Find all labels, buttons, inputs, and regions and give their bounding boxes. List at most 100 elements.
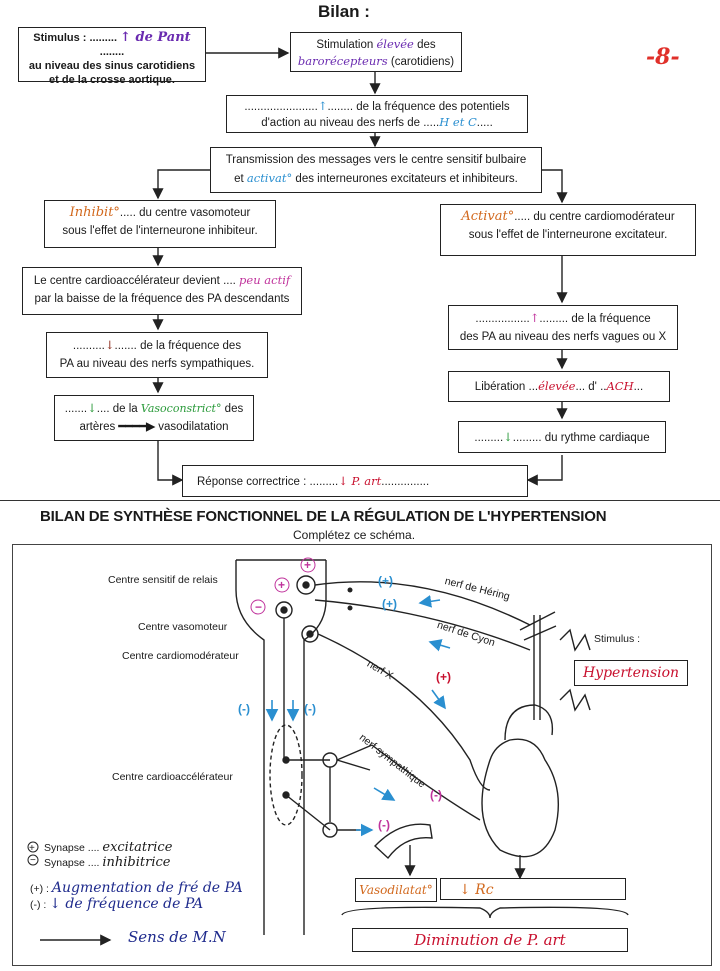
schema-frame <box>12 544 712 966</box>
pa-symp-text1: de la fréquence des <box>140 340 242 352</box>
stimulus-line3: et de la crosse aortique. <box>49 74 175 86</box>
section-divider <box>0 500 720 501</box>
legend-minus-answer: ↓ de fréquence de PA <box>49 896 204 912</box>
frequence-text-1: de la fréquence des potentiels <box>356 101 510 113</box>
stimulus-answer: ↑ de Pant <box>120 30 191 45</box>
reponse-answer: ↓ P. art <box>338 474 382 488</box>
synthesis-subtitle: Complétez ce schéma. <box>293 528 416 542</box>
legend-minus: (-) : ↓ de fréquence de PA <box>30 896 203 912</box>
sign-minus-symp: (-) <box>430 788 442 802</box>
liberation-answer-2: ACH <box>606 379 634 393</box>
sign-plus-x: (+) <box>436 670 451 684</box>
result-diminution: Diminution de P. art <box>352 928 628 952</box>
pa-vagus-box: .................↑......... de la fréque… <box>448 305 678 350</box>
vaso-mid: de la <box>112 403 138 415</box>
vaso-vasodilatation: vasodilatation <box>158 421 229 433</box>
liberation-pre: Libération <box>474 381 526 393</box>
sign-plus-hering: (+) <box>378 574 393 588</box>
cardioacc-answer: peu actif <box>239 273 291 287</box>
svg-text:−: − <box>30 855 36 866</box>
frequence-answer-2: H et C <box>439 115 477 129</box>
activation-text1: du centre cardiomodérateur <box>533 211 675 223</box>
label-cardioacc: Centre cardioaccélérateur <box>112 771 233 783</box>
legend-exc-answer: excitatrice <box>102 840 173 855</box>
rythme-box: .........↓......... du rythme cardiaque <box>458 421 666 453</box>
frequence-box: .......................↑........ de la f… <box>226 95 528 133</box>
activation-box: Activat°..... du centre cardiomodérateur… <box>440 204 696 256</box>
liberation-answer-1: élevée <box>538 379 576 393</box>
stimulus-suffix: ........ <box>99 46 125 58</box>
label-stimulus: Stimulus : <box>594 633 641 645</box>
stimulation-suffix: (carotidiens) <box>390 56 455 68</box>
label-cardiomod: Centre cardiomodérateur <box>122 650 239 662</box>
inhibition-text2: sous l'effet de l'interneurone inhibiteu… <box>62 225 258 237</box>
pa-vagus-text2: des PA au niveau des nerfs vagues ou X <box>459 331 667 343</box>
sign-minus-right: (-) <box>304 702 316 716</box>
vaso-answer-1: ↓ <box>87 401 97 415</box>
flow-connectors <box>152 47 568 486</box>
legend-plus: (+) : Augmentation de fré de PA <box>30 880 243 896</box>
svg-text:+: + <box>304 558 311 572</box>
transmission-pre: et <box>234 173 244 185</box>
legend-inh-pre: Synapse .... <box>44 857 100 869</box>
sign-plus-cyon: (+) <box>382 597 397 611</box>
label-relais: Centre sensitif de relais <box>108 574 218 586</box>
stimulation-answer-2: barorécepteurs <box>297 54 388 68</box>
legend-plus-answer: Augmentation de fré de PA <box>51 880 243 896</box>
stimulation-box: Stimulation élevée des barorécepteurs (c… <box>290 32 462 72</box>
inhibition-text1: du centre vasomoteur <box>139 207 251 219</box>
sign-minus-vessel: (-) <box>378 818 390 832</box>
transmission-answer: activat° <box>246 171 293 185</box>
inhibition-box: Inhibit°..... du centre vasomoteur sous … <box>44 200 276 248</box>
frequence-text-2: d'action au niveau des nerfs de <box>261 117 421 129</box>
stimulus-prefix: Stimulus : ......... <box>33 32 118 44</box>
svg-text:+: + <box>29 843 35 854</box>
synthesis-title: BILAN DE SYNTHÈSE FONCTIONNEL DE LA RÉGU… <box>40 508 607 525</box>
stimulation-mid: des <box>417 39 436 51</box>
rythme-answer: ↓ <box>503 430 513 444</box>
stimulus-line2: au niveau des sinus carotidiens <box>28 60 196 72</box>
liberation-mid: d' <box>588 381 597 393</box>
pa-symp-text2: PA au niveau des nerfs sympathiques. <box>59 358 255 370</box>
svg-text:+: + <box>278 578 285 592</box>
rythme-text: du rythme cardiaque <box>544 432 650 444</box>
cardioacc-text2: par la baisse de la fréquence des PA des… <box>34 293 290 305</box>
label-vasomoteur: Centre vasomoteur <box>138 621 228 633</box>
cardioacc-text1: Le centre cardioaccélérateur devient <box>33 275 220 287</box>
transmission-box: Transmission des messages vers le centre… <box>210 147 542 193</box>
vaso-arteres: artères <box>79 421 116 433</box>
pa-symp-box: ..........↓....... de la fréquence des P… <box>46 332 268 378</box>
stimulus-box: Stimulus : ......... ↑ de Pant ........ … <box>18 27 206 86</box>
frequence-answer-1: ↑ <box>317 99 328 113</box>
legend-exc-pre: Synapse .... <box>44 842 100 854</box>
legend-minus-pre: (-) : <box>30 899 47 911</box>
vaso-answer-2: Vasoconstrict° <box>140 402 222 415</box>
activation-text2: sous l'effet de l'interneurone excitateu… <box>468 229 668 241</box>
legend-inh-answer: inhibitrice <box>102 855 171 870</box>
pa-vagus-answer: ↑ <box>529 311 540 325</box>
reponse-box: Réponse correctrice : .........↓ P. art.… <box>182 465 528 497</box>
sign-minus-left: (-) <box>238 702 250 716</box>
legend-plus-pre: (+) : <box>30 883 49 895</box>
page-title: Bilan : <box>318 2 370 21</box>
legend-synapse-exc: Synapse .... excitatrice <box>44 840 172 855</box>
inhibition-answer: Inhibit° <box>69 205 120 220</box>
stimulation-answer-1: élevée <box>376 37 414 51</box>
stimulation-prefix: Stimulation <box>316 39 374 51</box>
transmission-post: des interneurones excitateurs et inhibit… <box>295 173 518 185</box>
pa-symp-answer: ↓ <box>104 338 115 352</box>
reponse-pre: Réponse correctrice : <box>197 476 307 488</box>
svg-text:−: − <box>255 600 262 614</box>
liberation-box: Libération ...élevée... d' ..ACH... <box>448 371 670 402</box>
vaso-post: des <box>224 403 244 415</box>
vaso-box: .......↓.... de la Vasoconstrict° des ar… <box>54 395 254 441</box>
result-vasodilatation: Vasodilatat° <box>355 878 437 902</box>
pa-vagus-text1: de la fréquence <box>571 313 651 325</box>
result-rc: ↓ Rc <box>440 878 626 900</box>
activation-answer: Activat° <box>461 209 515 224</box>
stimulus-answer-box: Hypertension <box>574 660 688 686</box>
transmission-line1: Transmission des messages vers le centre… <box>225 154 527 166</box>
legend-arrow-meaning: Sens de M.N <box>128 928 226 946</box>
legend-synapse-inh: Synapse .... inhibitrice <box>44 855 171 870</box>
